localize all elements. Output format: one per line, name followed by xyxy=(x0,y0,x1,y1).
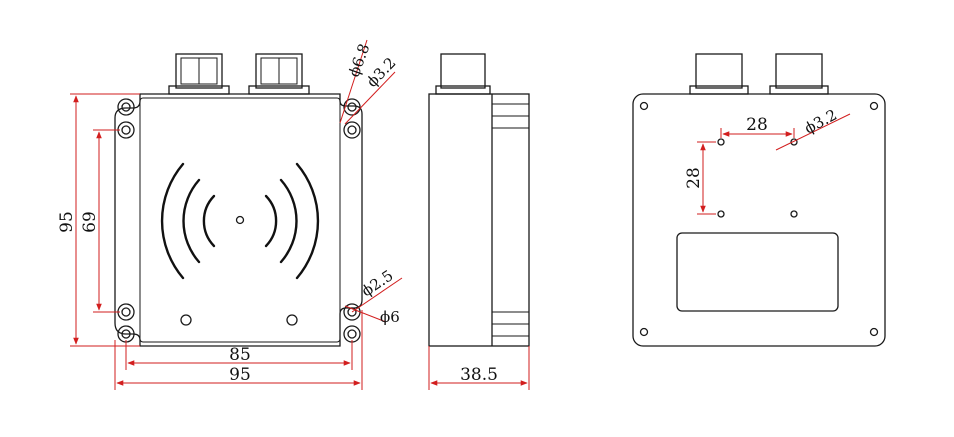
front-connector-left xyxy=(168,53,230,95)
front-mounting-hole-tl xyxy=(117,98,135,116)
side-flange-bottom xyxy=(492,311,529,337)
front-mounting-hole-bl xyxy=(117,303,135,321)
front-panel-edge xyxy=(139,97,341,343)
back-bracket-hole-2 xyxy=(790,138,798,146)
side-view: 38.5 xyxy=(428,53,530,390)
dim-width-outer-label: 95 xyxy=(229,365,251,385)
side-body xyxy=(428,93,530,347)
front-view: 95 69 85 95 ϕ6.8 ϕ3.2 xyxy=(57,39,403,390)
dim-depth: 38.5 xyxy=(428,346,530,390)
dim-hole-spacing-y: 28 xyxy=(684,141,716,215)
side-flange-top xyxy=(492,103,529,129)
dim-hole-spacing-y-label: 28 xyxy=(684,167,704,189)
front-mounting-hole-tr xyxy=(343,98,361,116)
dim-width-inner: 85 xyxy=(125,340,353,370)
dim-height-inner-label: 69 xyxy=(80,211,100,233)
back-corner-hole-bl xyxy=(639,327,649,337)
dim-depth-label: 38.5 xyxy=(460,365,498,385)
dim-height-inner: 69 xyxy=(80,129,120,313)
front-connector-right xyxy=(248,53,310,95)
dim-width-inner-label: 85 xyxy=(229,345,251,365)
front-body-outline xyxy=(114,93,363,347)
dim-hole-diameter-label: ϕ3.2 xyxy=(801,106,840,138)
back-bracket-hole-3 xyxy=(717,210,725,218)
front-mounting-hole-tl2 xyxy=(117,121,135,139)
back-corner-hole-tl xyxy=(639,101,649,111)
dim-hole-bottom: ϕ2.5 ϕ6 xyxy=(344,266,403,326)
dim-height-outer: 95 xyxy=(57,93,140,347)
back-corner-hole-br xyxy=(869,327,879,337)
dim-height-outer-label: 95 xyxy=(57,211,77,233)
front-mounting-hole-tr2 xyxy=(343,121,361,139)
back-corner-hole-tr xyxy=(869,101,879,111)
front-led-left xyxy=(180,314,192,326)
back-connector-left xyxy=(689,53,749,95)
dim-hole-spacing-x-label: 28 xyxy=(746,115,768,135)
dim-hole-bottom-outer-label: ϕ6 xyxy=(380,308,400,326)
dim-hole-spacing-x: 28 xyxy=(720,115,795,138)
back-bracket-hole-4 xyxy=(790,210,798,218)
back-body-outline xyxy=(632,93,886,347)
back-label-area xyxy=(676,232,839,312)
front-mounting-hole-br2 xyxy=(343,325,361,343)
front-led-right xyxy=(286,314,298,326)
dim-hole-diameter: ϕ3.2 xyxy=(775,106,851,151)
back-connector-right xyxy=(769,53,829,95)
side-connector xyxy=(435,53,491,95)
wireless-signal-icon xyxy=(160,162,320,280)
back-view: 28 28 ϕ3.2 xyxy=(632,53,886,347)
back-bracket-hole-1 xyxy=(717,138,725,146)
dim-hole-top: ϕ6.8 ϕ3.2 xyxy=(339,39,400,125)
dim-width-outer: 95 xyxy=(114,310,363,390)
